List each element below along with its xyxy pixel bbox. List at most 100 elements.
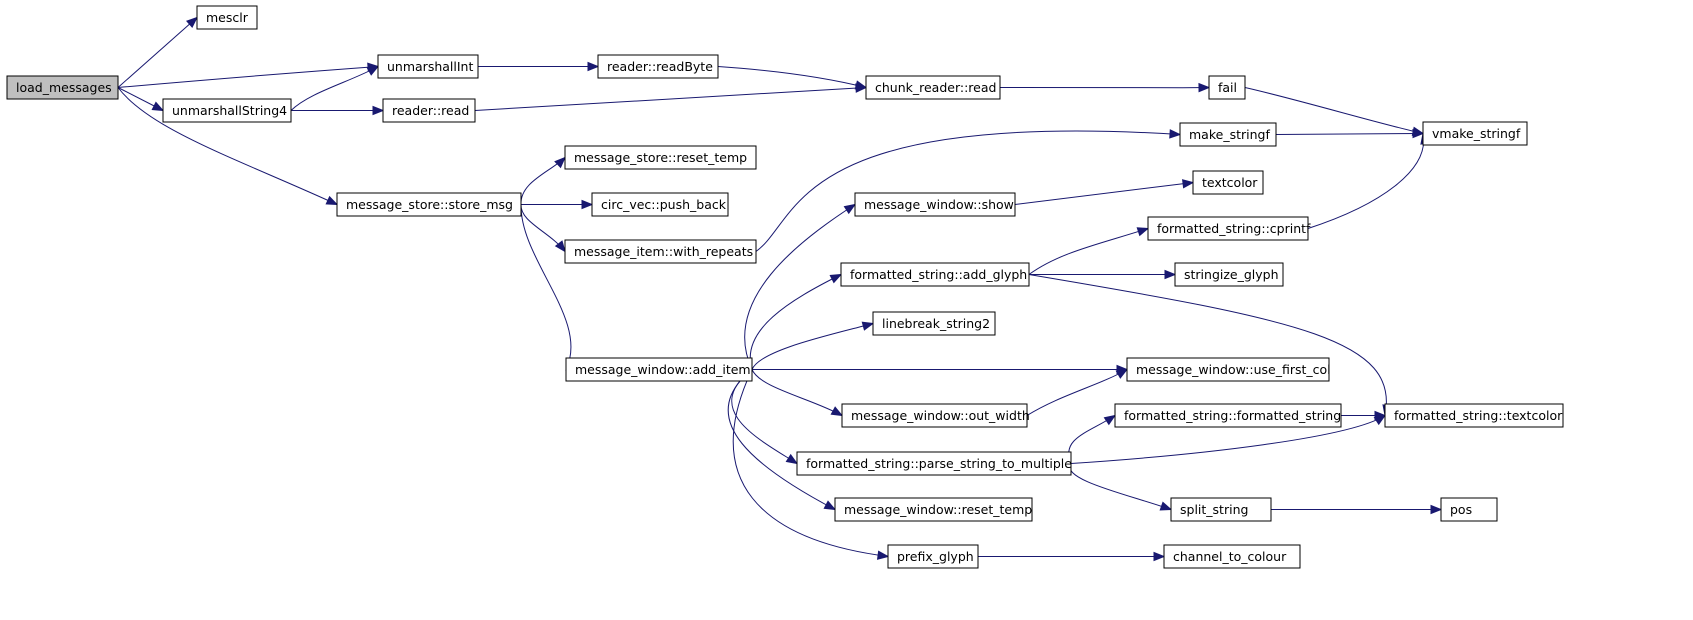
node-box — [1126, 357, 1330, 382]
edge-formatted-string-formatted-string-to-formatted-string-textcolor — [1341, 410, 1387, 421]
node-label: chunk_reader::read — [875, 80, 996, 95]
node-formatted-string-cprintf[interactable]: formatted_string::cprintf — [1147, 216, 1311, 241]
node-box — [382, 98, 476, 123]
node-reader-readbyte[interactable]: reader::readByte — [597, 54, 719, 79]
arrowhead-icon — [1412, 128, 1425, 139]
arrowhead-icon — [366, 65, 380, 76]
arrowhead-icon — [823, 500, 837, 511]
arrowhead-icon — [861, 321, 875, 331]
node-formatted-string-textcolor[interactable]: formatted_string::textcolor — [1384, 403, 1564, 428]
edge-message-store-store-msg-to-message-window-add-item — [520, 204, 575, 371]
node-box — [597, 54, 719, 79]
node-box — [377, 54, 479, 79]
edge-formatted-string-parse-string-to-multiple-to-split-string — [1069, 463, 1173, 511]
node-label: formatted_string::formatted_string — [1124, 408, 1341, 423]
node-formatted-string-formatted-string[interactable]: formatted_string::formatted_string — [1114, 403, 1342, 428]
edge-message-window-add-item-to-formatted-string-add-glyph — [749, 273, 843, 370]
node-make-stringf[interactable]: make_stringf — [1179, 122, 1277, 147]
node-split-string[interactable]: split_string — [1170, 497, 1272, 522]
node-box — [1174, 262, 1284, 287]
edge-message-store-store-msg-to-circ-vec-push-back — [521, 199, 594, 210]
edge-message-window-add-item-to-message-window-reset-temp — [727, 369, 837, 511]
arrowhead-icon — [1136, 227, 1150, 237]
node-label: split_string — [1180, 502, 1248, 517]
edge-reader-read-to-chunk-reader-read — [474, 83, 868, 111]
arrowhead-icon — [1164, 269, 1177, 280]
edge-formatted-string-cprintf-to-vmake-stringf — [1307, 132, 1430, 229]
node-box — [1147, 216, 1309, 241]
arrowhead-icon — [185, 16, 199, 29]
node-unmarshallint[interactable]: unmarshallInt — [377, 54, 479, 79]
node-chunk-reader-read[interactable]: chunk_reader::read — [865, 75, 1001, 100]
edge-message-store-store-msg-to-message-item-with-repeats — [520, 204, 566, 253]
node-label: message_window::show — [864, 197, 1014, 212]
edge-message-item-with-repeats-to-make-stringf — [755, 129, 1182, 252]
edge-formatted-string-add-glyph-to-stringize-glyph — [1029, 269, 1177, 280]
node-formatted-string-parse-string-to-multiple[interactable]: formatted_string::parse_string_to_multip… — [796, 451, 1072, 476]
node-label: circ_vec::push_back — [601, 197, 727, 212]
node-message-window-use-first-col[interactable]: message_window::use_first_col — [1126, 357, 1331, 382]
arrowhead-icon — [1103, 414, 1117, 426]
node-vmake-stringf[interactable]: vmake_stringf — [1422, 121, 1528, 146]
edge-make-stringf-to-vmake-stringf — [1275, 128, 1425, 139]
node-label: vmake_stringf — [1432, 126, 1521, 141]
arrowhead-icon — [1198, 82, 1211, 93]
node-message-window-add-item[interactable]: message_window::add_item — [565, 357, 753, 382]
edge-message-window-add-item-to-message-window-use-first-col — [752, 364, 1129, 375]
node-label: pos — [1450, 502, 1472, 517]
arrowhead-icon — [1115, 368, 1129, 379]
node-box — [1170, 497, 1272, 522]
edge-message-window-out-width-to-message-window-use-first-col — [1026, 368, 1129, 416]
node-fail[interactable]: fail — [1208, 75, 1246, 100]
node-box — [1208, 75, 1246, 100]
arrowhead-icon — [554, 156, 566, 169]
node-label: unmarshallInt — [387, 59, 473, 74]
arrowhead-icon — [1430, 504, 1443, 515]
node-label: message_window::use_first_col — [1136, 362, 1331, 377]
node-box — [564, 239, 757, 264]
edge-reader-readbyte-to-chunk-reader-read — [717, 66, 868, 90]
node-box — [854, 192, 1016, 217]
node-unmarshallstring4[interactable]: unmarshallString4 — [162, 98, 292, 123]
node-circ-vec-push-back[interactable]: circ_vec::push_back — [591, 192, 729, 217]
node-message-store-reset-temp[interactable]: message_store::reset_temp — [564, 145, 757, 170]
edge-message-window-show-to-textcolor — [1014, 179, 1195, 205]
node-box — [887, 544, 979, 569]
edge-message-window-add-item-to-message-window-show — [744, 203, 857, 370]
arrowhead-icon — [1159, 501, 1173, 511]
node-label: unmarshallString4 — [172, 103, 287, 118]
node-box — [1163, 544, 1301, 569]
node-label: channel_to_colour — [1173, 549, 1287, 564]
edge-load-messages-to-mesclr — [117, 16, 199, 88]
edge-formatted-string-add-glyph-to-formatted-string-textcolor — [1028, 274, 1392, 417]
node-label: message_window::out_width — [851, 408, 1030, 423]
node-mesclr[interactable]: mesclr — [196, 5, 258, 30]
node-label: textcolor — [1202, 175, 1258, 190]
node-stringize-glyph[interactable]: stringize_glyph — [1174, 262, 1284, 287]
node-textcolor[interactable]: textcolor — [1192, 170, 1264, 195]
node-box — [1114, 403, 1342, 428]
node-load-messages[interactable]: load_messages — [6, 75, 119, 100]
node-reader-read[interactable]: reader::read — [382, 98, 476, 123]
arrowhead-icon — [855, 83, 868, 93]
node-box — [336, 192, 522, 217]
node-message-window-reset-temp[interactable]: message_window::reset_temp — [834, 497, 1033, 522]
node-box — [1384, 403, 1564, 428]
node-label: formatted_string::textcolor — [1394, 408, 1563, 423]
node-message-window-out-width[interactable]: message_window::out_width — [841, 403, 1030, 428]
node-message-store-store-msg[interactable]: message_store::store_msg — [336, 192, 522, 217]
node-prefix-glyph[interactable]: prefix_glyph — [887, 544, 979, 569]
node-box — [1440, 497, 1498, 522]
node-box — [591, 192, 729, 217]
node-label: message_item::with_repeats — [574, 244, 753, 259]
node-channel-to-colour[interactable]: channel_to_colour — [1163, 544, 1301, 569]
edge-split-string-to-pos — [1271, 504, 1443, 515]
node-label: make_stringf — [1189, 127, 1270, 142]
node-message-window-show[interactable]: message_window::show — [854, 192, 1016, 217]
node-pos[interactable]: pos — [1440, 497, 1498, 522]
edge-load-messages-to-unmarshallstring4 — [117, 87, 165, 112]
node-formatted-string-add-glyph[interactable]: formatted_string::add_glyph — [840, 262, 1030, 287]
node-linebreak-string2[interactable]: linebreak_string2 — [872, 311, 996, 336]
node-message-item-with-repeats[interactable]: message_item::with_repeats — [564, 239, 757, 264]
